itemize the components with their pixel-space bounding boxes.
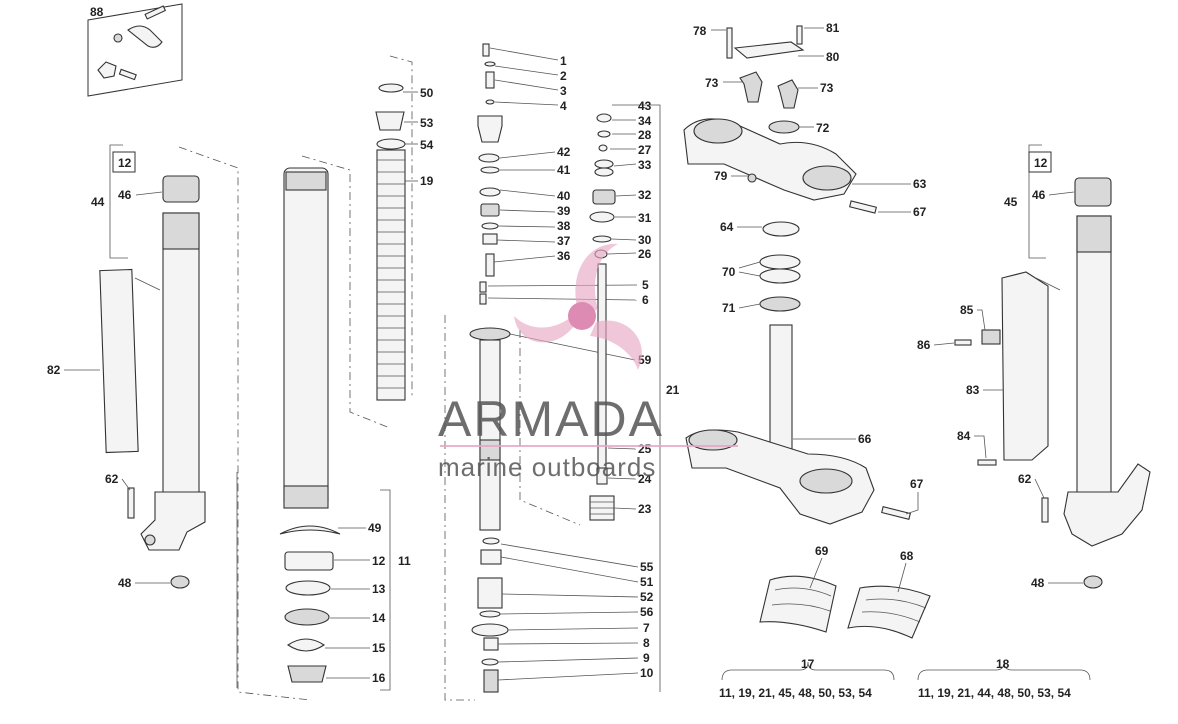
damper-rod-column [589, 104, 661, 692]
seal-kit-stack [279, 489, 391, 691]
label-30: 30 [638, 233, 652, 247]
label-84: 84 [957, 429, 971, 443]
watermark-brand: ARMADA [438, 391, 664, 447]
label-53: 53 [420, 116, 434, 130]
label-67a: 67 [913, 205, 927, 219]
right-fork-assembly [954, 144, 1151, 589]
label-12a: 12 [118, 156, 132, 170]
label-48b: 48 [1031, 576, 1045, 590]
kit-18: 18 11, 19, 21, 44, 48, 50, 53, 54 [917, 657, 1091, 700]
label-48a: 48 [118, 576, 132, 590]
left-fork-assembly [99, 144, 311, 701]
label-12b: 12 [372, 554, 386, 568]
label-13: 13 [372, 582, 386, 596]
label-39: 39 [557, 204, 571, 218]
watermark-tagline: marine outboards [438, 452, 656, 482]
label-42: 42 [557, 145, 571, 159]
label-24: 24 [638, 472, 652, 486]
kit-17: 17 11, 19, 21, 45, 48, 50, 53, 54 [719, 657, 895, 700]
label-46a: 46 [118, 188, 132, 202]
outer-tube-column [236, 55, 413, 688]
label-86: 86 [917, 338, 931, 352]
label-72: 72 [816, 121, 830, 135]
label-33: 33 [638, 158, 652, 172]
kit-18-contents: 11, 19, 21, 44, 48, 50, 53, 54 [918, 686, 1071, 700]
label-36: 36 [557, 249, 571, 263]
label-73a: 73 [705, 76, 719, 90]
label-52: 52 [640, 590, 654, 604]
label-11: 11 [398, 554, 411, 568]
label-49: 49 [368, 521, 382, 535]
steering-stem-assembly [685, 221, 911, 525]
label-38: 38 [557, 219, 571, 233]
label-1: 1 [560, 54, 567, 68]
label-85: 85 [960, 303, 974, 317]
label-41: 41 [557, 163, 571, 177]
top-clamp-assembly [683, 25, 878, 214]
label-26: 26 [638, 247, 652, 261]
label-67b: 67 [910, 477, 924, 491]
cartridge-leaders [487, 47, 639, 681]
armada-watermark: ARMADA marine outboards [438, 243, 738, 482]
label-28: 28 [638, 128, 652, 142]
label-80: 80 [826, 50, 840, 64]
kit-18-number: 18 [996, 657, 1010, 671]
label-7: 7 [643, 621, 650, 635]
label-62a: 62 [105, 472, 119, 486]
label-70: 70 [722, 265, 736, 279]
label-54: 54 [420, 138, 434, 152]
label-10: 10 [640, 666, 654, 680]
label-69: 69 [815, 544, 829, 558]
label-50: 50 [420, 86, 434, 100]
label-5: 5 [642, 278, 649, 292]
label-27: 27 [638, 143, 652, 157]
label-31: 31 [638, 211, 652, 225]
kit-17-number: 17 [801, 657, 815, 671]
label-9: 9 [643, 651, 650, 665]
label-88: 88 [90, 5, 104, 19]
label-40: 40 [557, 189, 571, 203]
label-82: 82 [47, 363, 61, 377]
label-3: 3 [560, 84, 567, 98]
label-62b: 62 [1018, 472, 1032, 486]
label-46b: 46 [1032, 188, 1046, 202]
label-12c: 12 [1034, 156, 1048, 170]
label-32: 32 [638, 188, 652, 202]
label-16: 16 [372, 671, 386, 685]
label-79: 79 [714, 169, 728, 183]
label-71: 71 [722, 301, 736, 315]
label-66: 66 [858, 432, 872, 446]
label-15: 15 [372, 641, 386, 655]
label-14: 14 [372, 611, 386, 625]
label-4: 4 [560, 99, 567, 113]
label-64: 64 [720, 220, 734, 234]
propeller-logo [514, 243, 642, 370]
label-73b: 73 [820, 81, 834, 95]
label-81: 81 [826, 21, 840, 35]
label-2: 2 [560, 69, 567, 83]
label-34: 34 [638, 114, 652, 128]
label-21: 21 [666, 383, 680, 397]
label-19: 19 [420, 174, 434, 188]
cartridge-column [444, 43, 581, 701]
spare-bags [759, 575, 931, 639]
label-8: 8 [643, 636, 650, 650]
label-83: 83 [966, 383, 980, 397]
label-37: 37 [557, 234, 571, 248]
label-68: 68 [900, 549, 914, 563]
label-51: 51 [640, 575, 654, 589]
inset-box-88 [87, 3, 183, 97]
label-44: 44 [91, 195, 105, 209]
label-23: 23 [638, 502, 652, 516]
label-45: 45 [1004, 195, 1018, 209]
label-6: 6 [642, 293, 649, 307]
kit-17-contents: 11, 19, 21, 45, 48, 50, 53, 54 [719, 686, 872, 700]
label-56: 56 [640, 605, 654, 619]
label-55: 55 [640, 560, 654, 574]
label-78: 78 [693, 24, 707, 38]
label-63: 63 [913, 177, 927, 191]
label-43: 43 [638, 99, 652, 113]
